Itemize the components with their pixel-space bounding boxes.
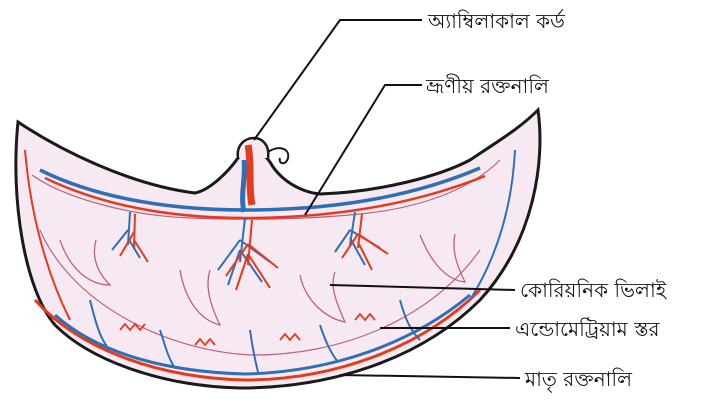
cord-vessel-blue bbox=[243, 160, 245, 212]
label-chorionic-villi: কোরিয়নিক ভিলাই bbox=[520, 278, 668, 302]
label-fetal-vessels: ভ্রূণীয় রক্তনালি bbox=[425, 74, 550, 98]
label-endometrium: এন্ডোমেট্রিয়াম স্তর bbox=[515, 317, 661, 341]
cord-vessel-red bbox=[248, 145, 252, 205]
umbilical-cord bbox=[238, 138, 269, 158]
leader-maternal bbox=[340, 375, 520, 378]
label-maternal-vessels: মাতৃ রক্তনালি bbox=[524, 367, 633, 392]
leader-umbilical bbox=[254, 20, 422, 140]
label-umbilical-cord: অ্যাম্বিলাকাল কর্ড bbox=[427, 9, 565, 33]
